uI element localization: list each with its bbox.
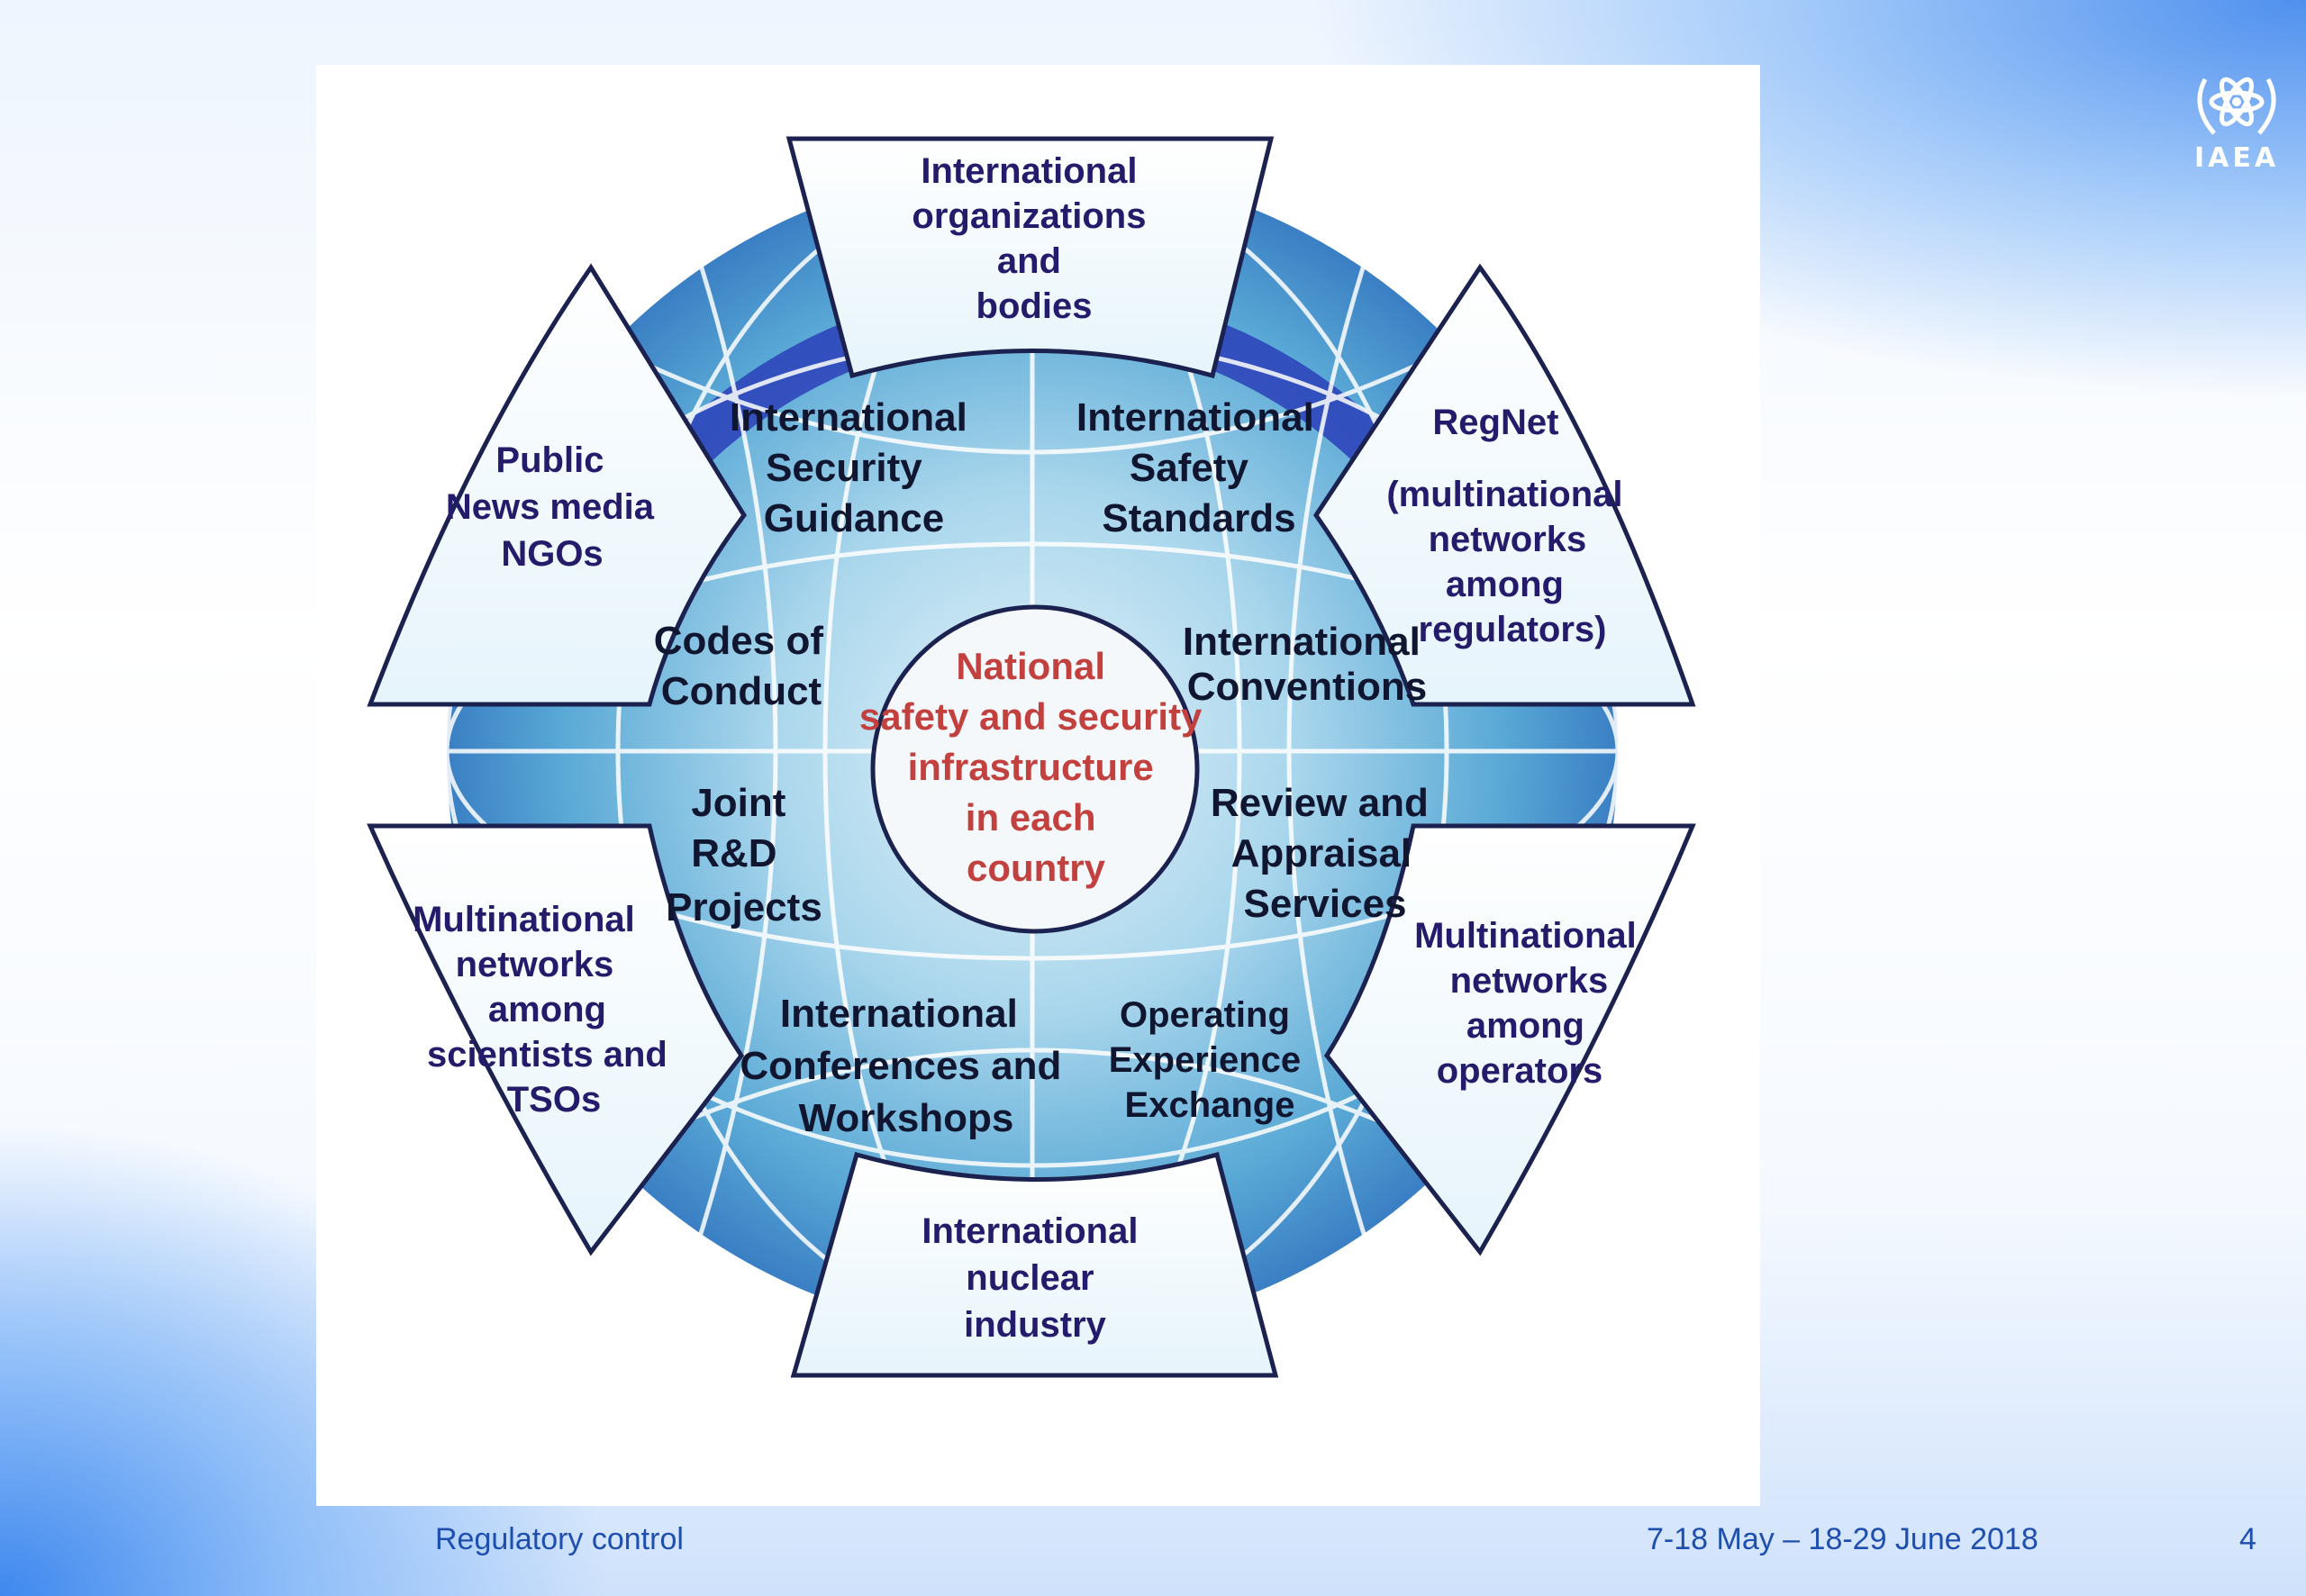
label-safety-standards: International Safety Standards	[1076, 395, 1325, 540]
label-review-appraisal: Review and Appraisal Services	[1211, 781, 1439, 926]
page-number: 4	[2239, 1522, 2256, 1556]
infrastructure-diagram: International organizations and bodies R…	[367, 136, 1696, 1378]
label-conventions: International Conventions	[1183, 620, 1431, 709]
footer-dates: 7-18 May – 18-29 June 2018	[1647, 1522, 2038, 1556]
diagram-panel: International organizations and bodies R…	[316, 65, 1760, 1506]
label-public-media: Public News media NGOs	[446, 440, 664, 574]
segment-bottom	[790, 1151, 1279, 1378]
label-networks-scientists: Multinational networks among scientists …	[413, 900, 677, 1120]
segment-lower-right	[1323, 823, 1696, 1256]
segment-lower-left	[367, 823, 745, 1256]
label-international-organizations: International organizations and bodies	[912, 151, 1156, 326]
label-nuclear-industry: International nuclear industry	[921, 1211, 1148, 1345]
globe-band	[550, 286, 1514, 659]
center-label: National safety and security infrastruct…	[859, 645, 1212, 889]
center-circle	[870, 604, 1200, 934]
segment-upper-left	[367, 263, 748, 707]
segment-top	[785, 136, 1275, 379]
label-regnet: RegNet (multinational networks among reg…	[1386, 403, 1632, 649]
label-operating-experience: Operating Experience Exchange	[1109, 995, 1312, 1125]
label-networks-operators: Multinational networks among operators	[1414, 916, 1647, 1091]
label-conferences: International Conferences and Workshops	[740, 992, 1072, 1140]
footer-title: Regulatory control	[435, 1522, 684, 1556]
label-codes-of-conduct: Codes of Conduct	[654, 619, 834, 713]
label-security-guidance: International Security Guidance	[730, 395, 978, 540]
segment-upper-right	[1312, 263, 1696, 707]
label-joint-rd: Joint R&D Projects	[666, 781, 822, 929]
iaea-logo-text: IAEA	[2193, 142, 2280, 174]
iaea-emblem-icon	[2197, 77, 2276, 135]
